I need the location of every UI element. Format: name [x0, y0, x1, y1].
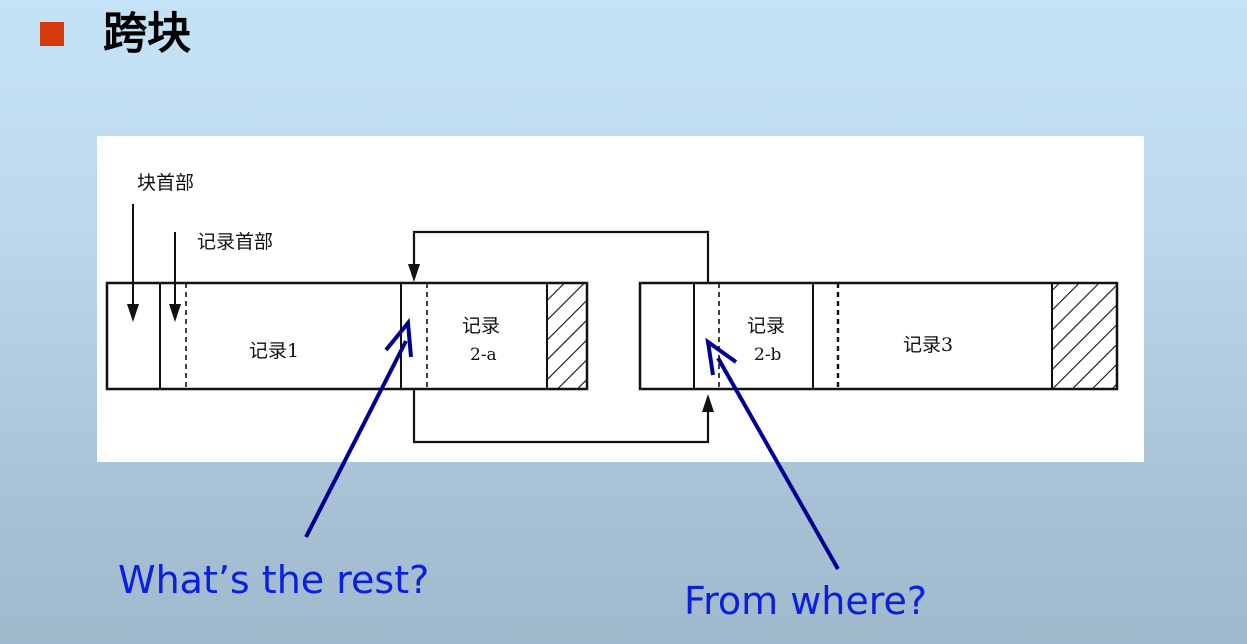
- left-callout-arrow-shaft: [304, 340, 408, 538]
- record2a-label-line2: 2-a: [470, 345, 497, 365]
- slide-title: 跨块: [103, 8, 191, 59]
- record-header-arrow-head: [169, 304, 181, 322]
- right-callout-arrow-head: [705, 337, 738, 376]
- span-pointers: [408, 230, 714, 444]
- block-header-label: 块首部: [137, 172, 194, 194]
- left-callout-arrow: [304, 317, 413, 538]
- top-pointer-line: [412, 230, 710, 283]
- callout-whats-the-rest: What’s the rest?: [118, 558, 430, 602]
- block-2: [638, 281, 1119, 391]
- bottom-pointer-head: [702, 394, 714, 412]
- record2b-label-line2: 2-b: [754, 345, 782, 365]
- record1-label: 记录1: [249, 340, 299, 362]
- right-callout-arrow-shaft: [716, 357, 840, 570]
- left-callout-arrow-head: [384, 317, 413, 358]
- header-arrows: [127, 204, 181, 322]
- spanned-record-figure: 块首部 记录首部 记录1 记录 2-a 记录 2-b 记录3: [97, 136, 1144, 462]
- top-pointer-head: [408, 264, 420, 282]
- right-callout-arrow: [705, 337, 840, 570]
- record-header-label: 记录首部: [197, 231, 273, 253]
- record2b-label-line1: 记录: [747, 315, 785, 337]
- record2a-label-line1: 记录: [462, 315, 500, 337]
- bottom-pointer-line: [412, 389, 710, 444]
- callout-from-where: From where?: [684, 579, 928, 623]
- unused-space-2: [1051, 282, 1118, 390]
- record3-label: 记录3: [903, 334, 953, 356]
- unused-space-1: [546, 282, 588, 390]
- block-header-arrow-head: [127, 304, 139, 322]
- block-1: [105, 281, 589, 391]
- block-diagram: 块首部 记录首部 记录1 记录 2-a 记录 2-b 记录3: [105, 172, 1119, 444]
- bullet-square-icon: [40, 22, 64, 46]
